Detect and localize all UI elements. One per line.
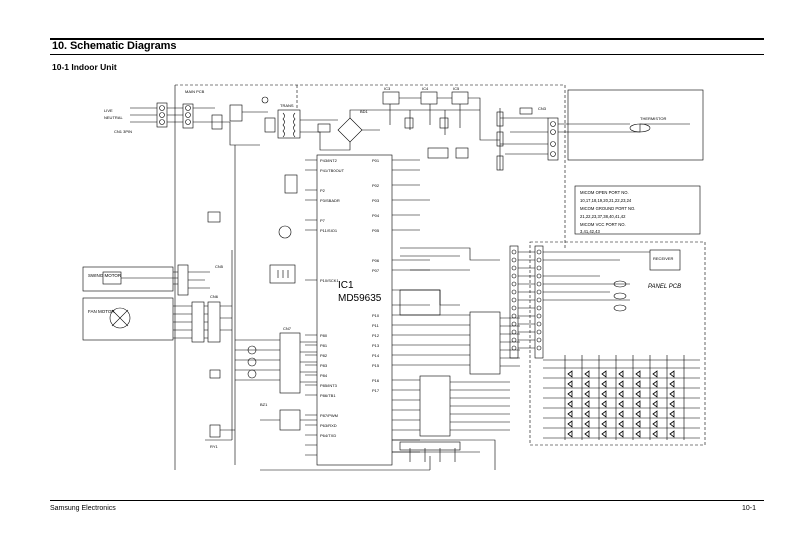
svg-text:P84: P84 (320, 373, 328, 378)
svg-text:NEUTRAL: NEUTRAL (104, 115, 123, 120)
swing-motor-box (82, 266, 174, 292)
svg-text:P41/TB0OUT: P41/TB0OUT (320, 168, 345, 173)
svg-text:P17: P17 (372, 388, 380, 393)
svg-text:P3/SBADR: P3/SBADR (320, 198, 340, 203)
ic-ref-label: IC1 (338, 280, 354, 291)
svg-text:P01: P01 (372, 158, 380, 163)
svg-text:P10: P10 (372, 313, 380, 318)
fan-motor-label: FAN MOTOR (88, 309, 115, 314)
panel-pcb-outline (529, 241, 706, 446)
svg-text:P14: P14 (372, 353, 380, 358)
panel-pcb-label: PANEL PCB (648, 284, 681, 290)
component-labels: LIVE NEUTRAL CN1 3PIN MAIN PCB IC3 IC4 IC5 T… (104, 86, 674, 449)
subsection-title: 10-1 Indoor Unit (52, 62, 117, 72)
svg-text:BD1: BD1 (360, 109, 369, 114)
svg-text:10,17,18,19,20,21,22,23,24: 10,17,18,19,20,21,22,23,24 (580, 198, 632, 203)
svg-text:P12: P12 (372, 333, 380, 338)
svg-text:LIVE: LIVE (104, 108, 113, 113)
svg-text:IC4: IC4 (422, 86, 429, 91)
svg-text:3,41,42,43: 3,41,42,43 (580, 229, 600, 234)
svg-text:MICOM OPEN PORT NO.: MICOM OPEN PORT NO. (580, 190, 629, 195)
svg-text:P43/INT2: P43/INT2 (320, 158, 338, 163)
svg-text:P03: P03 (372, 198, 380, 203)
svg-text:CN5: CN5 (215, 264, 224, 269)
micom-info-box (574, 185, 701, 235)
svg-text:P87/PWM: P87/PWM (320, 413, 338, 418)
svg-text:IC5: IC5 (453, 86, 460, 91)
svg-text:CN1 3PIN: CN1 3PIN (114, 129, 132, 134)
svg-text:P13: P13 (372, 343, 380, 348)
svg-text:IC3: IC3 (384, 86, 391, 91)
svg-text:P85/INT3: P85/INT3 (320, 383, 338, 388)
svg-text:TRANS: TRANS (280, 103, 294, 108)
section-title: 10. Schematic Diagrams (52, 40, 177, 52)
svg-text:P16: P16 (372, 378, 380, 383)
svg-text:P86/TB1: P86/TB1 (320, 393, 336, 398)
fan-motor-box (82, 297, 174, 341)
svg-text:P05: P05 (372, 228, 380, 233)
svg-text:BZ1: BZ1 (260, 402, 268, 407)
svg-text:MICOM VCC PORT NO.: MICOM VCC PORT NO. (580, 222, 626, 227)
svg-text:P2: P2 (320, 188, 326, 193)
svg-text:P63/RXD: P63/RXD (320, 423, 337, 428)
svg-text:THERMISTOR: THERMISTOR (640, 116, 666, 121)
svg-text:21,22,23,37,38,40,41,42: 21,22,23,37,38,40,41,42 (580, 214, 626, 219)
svg-text:P82: P82 (320, 353, 328, 358)
svg-text:MAIN PCB: MAIN PCB (185, 89, 205, 94)
ic-part-label: MD59635 (338, 293, 382, 304)
svg-text:P83: P83 (320, 363, 328, 368)
svg-text:P02: P02 (372, 183, 380, 188)
svg-text:CN6: CN6 (210, 294, 219, 299)
svg-text:P11: P11 (372, 323, 380, 328)
section-top-rule (50, 38, 764, 40)
ic1-body (316, 154, 393, 466)
svg-text:P06: P06 (372, 258, 380, 263)
svg-text:P10/SCK1: P10/SCK1 (320, 278, 339, 283)
footer-page-number: 10-1 (742, 505, 757, 512)
svg-text:P11/SIO1: P11/SIO1 (320, 228, 338, 233)
svg-text:P15: P15 (372, 363, 380, 368)
swing-motor-label: SWING MOTOR (88, 273, 122, 278)
svg-text:P04: P04 (372, 213, 380, 218)
svg-text:CN7: CN7 (283, 326, 292, 331)
footer-rule (50, 500, 764, 501)
main-pcb-outline (175, 84, 566, 248)
svg-text:P81: P81 (320, 343, 328, 348)
svg-text:P64/TXD: P64/TXD (320, 433, 336, 438)
svg-text:RECEIVER: RECEIVER (653, 256, 674, 261)
svg-text:P80: P80 (320, 333, 328, 338)
svg-text:CN3: CN3 (538, 106, 547, 111)
footer-brand: Samsung Electronics (50, 505, 116, 512)
svg-text:P7: P7 (320, 218, 326, 223)
micom-info: MICOM OPEN PORT NO. 10,17,18,19,20,21,22… (580, 190, 635, 234)
driver-ic-2 (419, 375, 451, 437)
sensor-box (567, 89, 704, 161)
svg-text:MICOM GROUND PORT NO.: MICOM GROUND PORT NO. (580, 206, 635, 211)
svg-text:P07: P07 (372, 268, 380, 273)
section-bottom-rule (50, 54, 764, 55)
svg-text:RY1: RY1 (210, 444, 218, 449)
driver-ic-1 (469, 311, 501, 375)
